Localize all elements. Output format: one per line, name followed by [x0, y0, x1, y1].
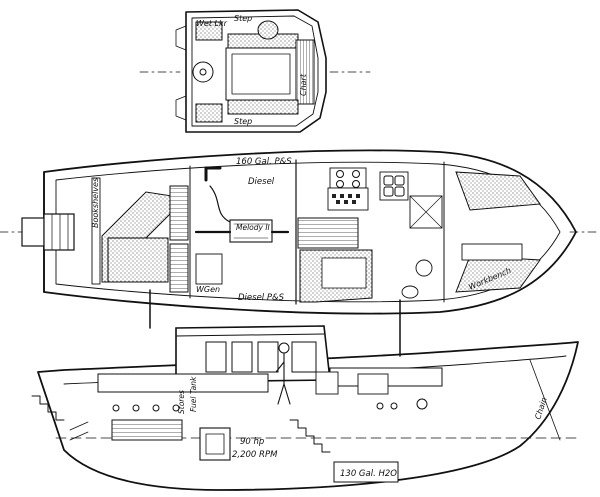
- galley-counter: [327, 187, 369, 211]
- workbench: [461, 243, 523, 261]
- pilothouse-window-4: [291, 341, 317, 373]
- pilothouse-window-1: [205, 341, 227, 373]
- helm-seat-stipple: [195, 21, 223, 41]
- pilothouse-window-2: [231, 341, 253, 373]
- label-engine: Melody II: [236, 223, 271, 232]
- label-fuel-bottom: Diesel P&S: [238, 293, 285, 303]
- label-fuel-tank: Fuel Tank: [189, 376, 198, 412]
- engine-profile: [199, 427, 231, 461]
- exhaust-pipe: [204, 166, 222, 182]
- helmsman-figure-head: [278, 342, 290, 354]
- engine-room-floor: [111, 419, 183, 441]
- settee-bottom: [227, 99, 299, 115]
- helm-wheel: [192, 61, 214, 83]
- galley-stove: [329, 167, 367, 189]
- label-wet-locker: Wet Lkr: [196, 19, 228, 28]
- label-wgen: WGen: [196, 285, 220, 294]
- galley-cabinet: [357, 373, 389, 395]
- label-chart: Chart: [299, 73, 308, 96]
- accommodation-plan: 160 Gal. P&S Diesel Melody II Diesel P&S…: [0, 149, 600, 315]
- label-fuel-top-sub: Diesel: [248, 177, 275, 187]
- companionway-stairs: [289, 419, 331, 453]
- label-stores: Stores: [177, 390, 186, 414]
- label-step-top: Step: [234, 14, 252, 23]
- deckhouse-outline: [185, 9, 327, 133]
- saloon-planking: [297, 217, 359, 249]
- label-engine-rpm: 2,200 RPM: [232, 450, 278, 460]
- label-step-bottom: Step: [234, 117, 252, 126]
- hull-plan-outline: [43, 149, 577, 315]
- pilothouse-window-3: [257, 341, 279, 373]
- generator: [195, 253, 223, 285]
- profile-section: Stores Fuel Tank 90 hp 2,200 RPM 130 Gal…: [31, 289, 581, 491]
- water-tank-profile: [333, 461, 399, 483]
- transom-stairs: [31, 395, 65, 421]
- label-engine-hp: 90 hp: [240, 437, 264, 447]
- head-toilet: [401, 285, 419, 299]
- label-bookshelves: Bookshelves: [91, 178, 100, 228]
- helm-chair: [257, 20, 279, 40]
- forward-berth-upper: [455, 171, 541, 211]
- label-fuel-top: 160 Gal. P&S: [236, 157, 292, 167]
- sole-planking: [295, 39, 315, 105]
- deckhouse-plan: Wet Lkr Step Step Chart: [139, 9, 371, 133]
- swim-platform: [21, 217, 45, 247]
- table: [225, 47, 297, 101]
- engine-room-planking: [169, 185, 189, 241]
- bookshelves: [91, 177, 101, 285]
- cabin-trunk: [97, 373, 269, 393]
- label-water-tank: 130 Gal. H2O: [340, 469, 397, 479]
